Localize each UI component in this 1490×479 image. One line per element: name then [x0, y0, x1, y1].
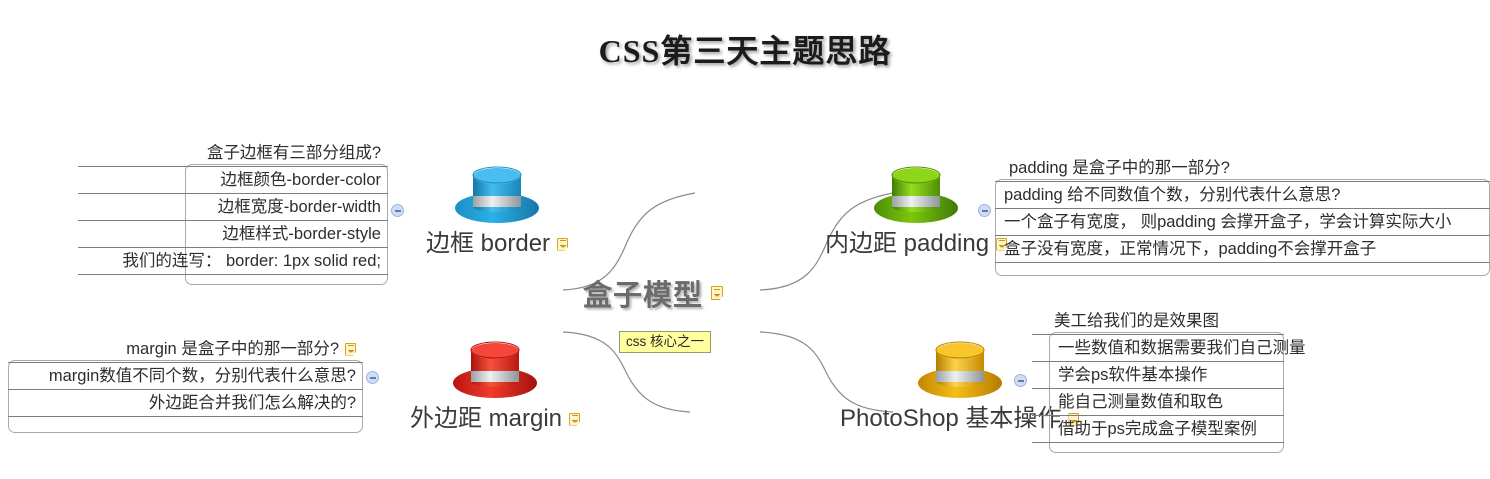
subtopics-margin: margin 是盒子中的那一部分? margin数值不同个数，分别代表什么意思?…	[8, 336, 363, 433]
branch-label-text: 边框 border	[426, 230, 551, 257]
branch-label-text: PhotoShop 基本操作	[840, 405, 1062, 432]
central-topic[interactable]: 盒子模型	[583, 272, 723, 314]
branch-label-photoshop: PhotoShop 基本操作	[840, 404, 1079, 434]
list-item[interactable]: padding 给不同数值个数，分别代表什么意思?	[995, 182, 1490, 209]
branch-head-padding[interactable]: 内边距 padding	[825, 150, 1007, 259]
central-callout[interactable]: css 核心之一	[619, 331, 712, 353]
list-item[interactable]: 外边距合并我们怎么解决的?	[8, 390, 363, 417]
note-icon	[996, 238, 1007, 251]
branch-head-margin[interactable]: 外边距 margin	[410, 325, 580, 434]
subtopics-padding: padding 是盒子中的那一部分? padding 给不同数值个数，分别代表什…	[995, 155, 1490, 276]
subtopics-border: 盒子边框有三部分组成? 边框颜色-border-color 边框宽度-borde…	[78, 140, 388, 285]
note-icon	[711, 286, 723, 300]
branch-label-border: 边框 border	[426, 229, 568, 259]
list-item[interactable]: 一些数值和数据需要我们自己测量	[1032, 335, 1306, 362]
branch-label-margin: 外边距 margin	[410, 404, 580, 434]
branch-head-border[interactable]: 边框 border	[426, 150, 568, 259]
red-hat-icon	[440, 325, 550, 403]
list-item[interactable]: 我们的连写： border: 1px solid red;	[78, 248, 388, 275]
list-item[interactable]: 学会ps软件基本操作	[1032, 362, 1284, 389]
note-icon	[557, 238, 568, 251]
collapse-minus-button-margin[interactable]	[366, 371, 379, 384]
collapse-minus-button-border[interactable]	[391, 204, 404, 217]
branch-label-text: 内边距 padding	[825, 230, 990, 257]
central-topic-label: 盒子模型	[583, 280, 704, 312]
list-item[interactable]: padding 是盒子中的那一部分?	[995, 155, 1490, 182]
collapse-minus-button-padding[interactable]	[978, 204, 991, 217]
list-item[interactable]: 边框样式-border-style	[78, 221, 388, 248]
list-item[interactable]: 边框颜色-border-color	[78, 167, 388, 194]
list-item[interactable]: 能自己测量数值和取色	[1032, 389, 1284, 416]
green-hat-icon	[861, 150, 971, 228]
page-title: CSS第三天主题思路	[598, 33, 892, 69]
list-item[interactable]: 借助于ps完成盒子模型案例	[1032, 416, 1284, 443]
list-item[interactable]: margin 是盒子中的那一部分?	[8, 336, 363, 363]
list-item[interactable]: 边框宽度-border-width	[78, 194, 388, 221]
blue-hat-icon	[442, 150, 552, 228]
list-item[interactable]: 盒子没有宽度，正常情况下，padding不会撑开盒子	[995, 236, 1490, 263]
list-item[interactable]: 美工给我们的是效果图	[1032, 308, 1284, 335]
collapse-minus-button-photoshop[interactable]	[1014, 374, 1027, 387]
subtopics-photoshop: 美工给我们的是效果图 一些数值和数据需要我们自己测量 学会ps软件基本操作 能自…	[1032, 308, 1306, 453]
list-item[interactable]: margin数值不同个数，分别代表什么意思?	[8, 363, 363, 390]
note-icon	[345, 343, 356, 356]
branch-label-padding: 内边距 padding	[825, 229, 1007, 259]
branch-head-photoshop[interactable]: PhotoShop 基本操作	[840, 325, 1079, 434]
branch-label-text: 外边距 margin	[410, 405, 563, 432]
note-icon	[569, 413, 580, 426]
list-item[interactable]: 一个盒子有宽度， 则padding 会撑开盒子，学会计算实际大小	[995, 209, 1490, 236]
yellow-hat-icon	[905, 325, 1015, 403]
list-item[interactable]: 盒子边框有三部分组成?	[78, 140, 388, 167]
